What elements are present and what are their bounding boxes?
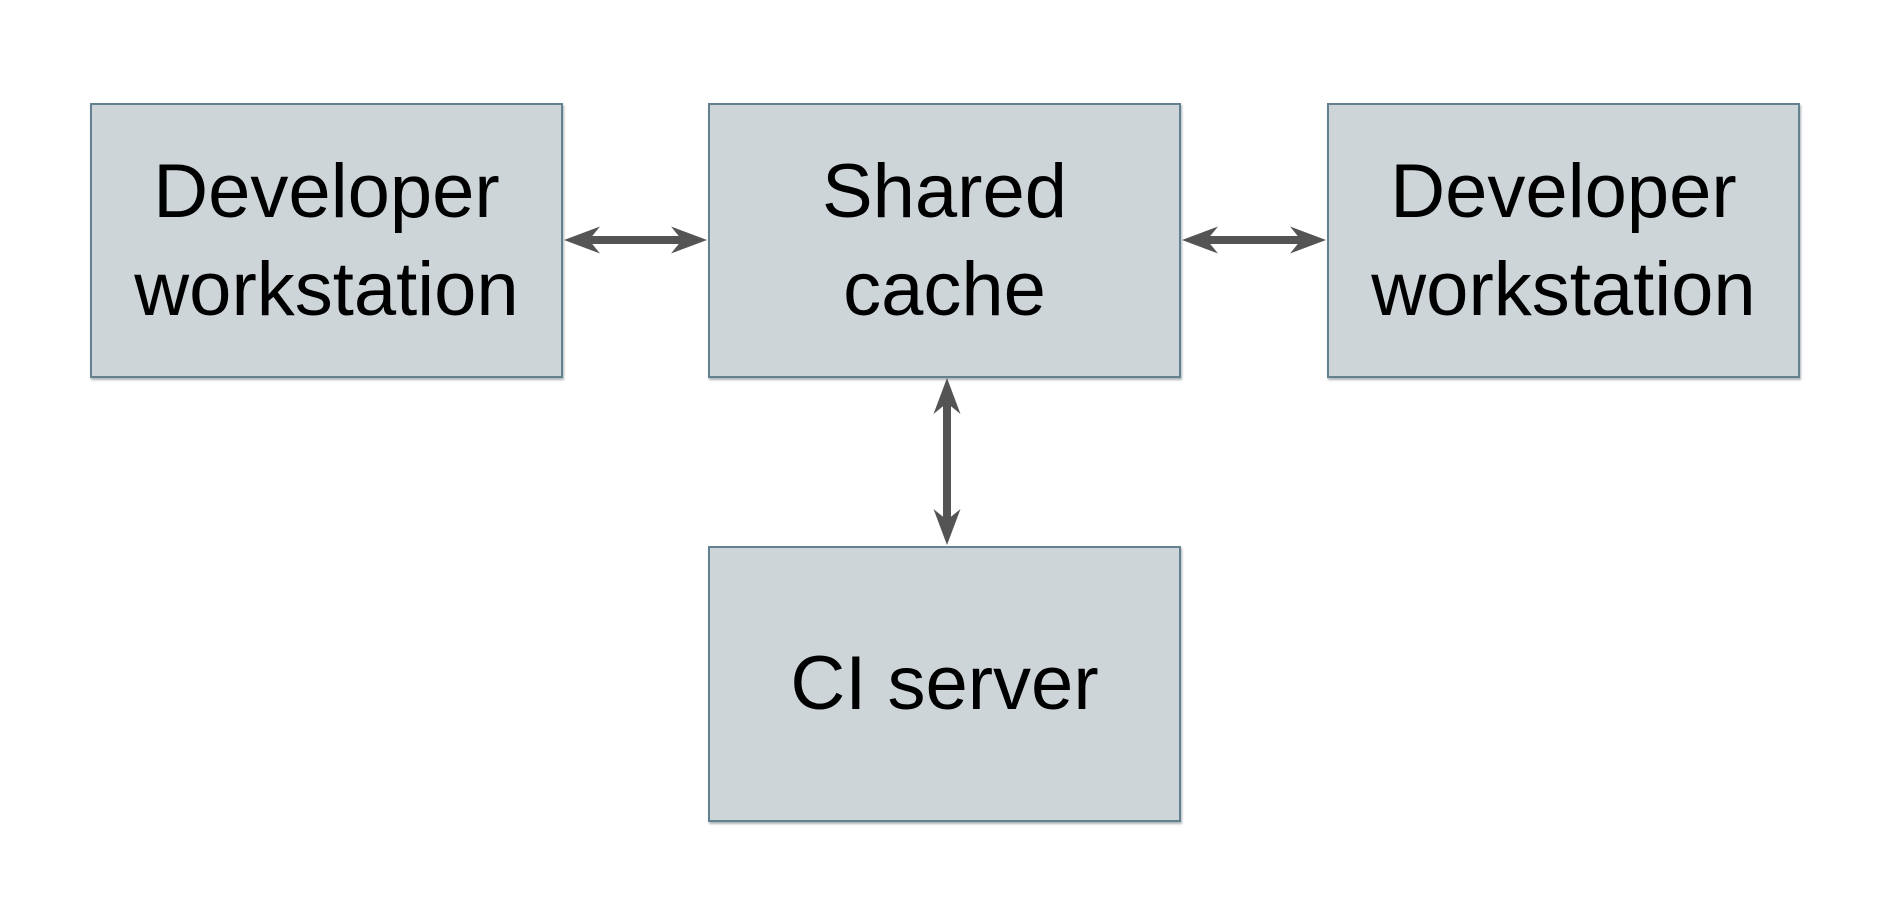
double-arrow-cache-workstation-right: [1181, 220, 1327, 260]
node-label: CI server: [790, 641, 1099, 727]
double-arrow-icon: [564, 226, 707, 254]
node-label: Developer workstation: [1371, 149, 1756, 332]
node-ci-server: CI server: [708, 546, 1181, 822]
double-arrow-workstation-left-cache: [563, 220, 708, 260]
node-label: Developer workstation: [134, 149, 519, 332]
node-developer-workstation-right: Developer workstation: [1327, 103, 1800, 378]
node-developer-workstation-left: Developer workstation: [90, 103, 563, 378]
node-shared-cache: Shared cache: [708, 103, 1181, 378]
double-arrow-icon: [933, 378, 961, 545]
double-arrow-icon: [1182, 226, 1326, 254]
node-label: Shared cache: [821, 149, 1068, 332]
double-arrow-cache-ci-server: [927, 377, 967, 546]
